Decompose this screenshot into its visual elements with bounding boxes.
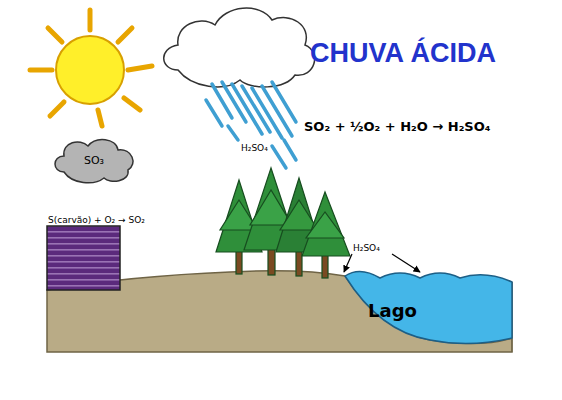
- lake-text: Lago: [368, 300, 417, 321]
- factory: [47, 226, 120, 290]
- label-holder: SO₂ + ½O₂ + H₂O → H₂SO₄: [303, 116, 491, 135]
- leader-arrows: [344, 254, 420, 272]
- sun-disc: [56, 36, 124, 104]
- rain: [206, 82, 296, 168]
- equation: SO₂ + ½O₂ + H₂O → H₂SO₄: [303, 119, 491, 134]
- rain-cloud: [164, 8, 315, 87]
- label-holder: H₂SO₄: [352, 236, 381, 255]
- lake-outline: [340, 262, 515, 350]
- pollution-cloud-text: SO₃: [84, 154, 104, 167]
- lake-label: H₂SO₄: [352, 243, 381, 253]
- title-holder: CHUVA ÁCIDA: [310, 38, 496, 69]
- title: CHUVA ÁCIDA: [310, 38, 496, 69]
- lake: Lago: [340, 262, 515, 350]
- pollution-cloud: SO₃: [50, 134, 138, 186]
- label-holder: S(carvão) + O₂ → SO₂: [47, 208, 146, 227]
- rain-label: H₂SO₄: [240, 143, 269, 153]
- trees: [216, 168, 350, 278]
- label-holder: H₂SO₄: [240, 136, 269, 155]
- sun: [30, 10, 152, 126]
- reaction-label: S(carvão) + O₂ → SO₂: [47, 215, 146, 225]
- pollution-cloud-shape: [55, 140, 133, 183]
- lake-shape: [345, 271, 512, 343]
